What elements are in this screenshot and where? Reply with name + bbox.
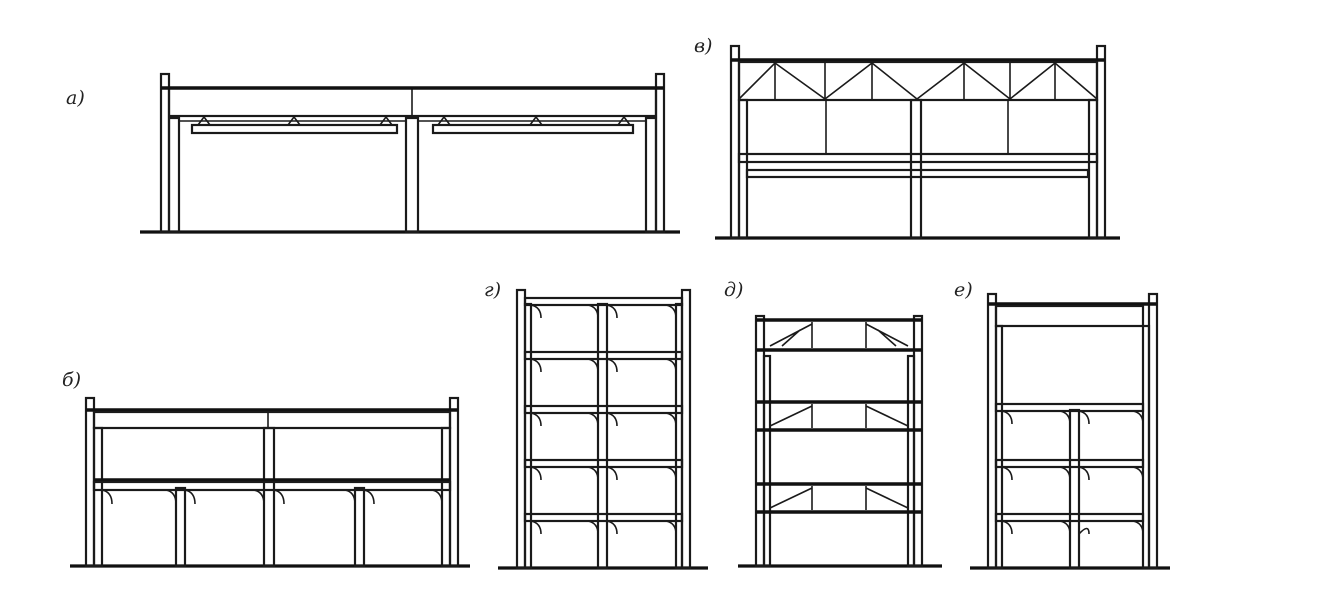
frame-b: б) [62,369,470,568]
frame-a-columns [159,72,666,234]
frame-v: в) [694,35,1120,240]
frame-a-crane-runways [179,115,646,135]
frame-g-columns [515,288,692,570]
frame-g: г) [484,279,708,570]
frame-a-roof-beams [161,86,664,118]
frame-b-label: б) [62,369,81,391]
frame-d-label: д) [724,279,743,301]
frame-g-floors [523,296,684,523]
frame-e: е) [954,279,1170,570]
frame-e-label: е) [954,279,973,301]
frame-a: а) [66,72,680,234]
frame-g-label: г) [484,279,501,301]
frame-g-haunches [530,304,677,535]
frame-d: д) [724,279,942,568]
frame-v-floor-beams [737,100,1099,179]
frame-e-haunches [1001,410,1144,535]
frame-b-haunches [101,489,443,505]
frame-e-beams [988,302,1157,523]
frame-v-columns [729,44,1107,240]
frame-e-columns [986,292,1159,570]
frame-d-columns [754,314,924,568]
frame-a-label: а) [66,87,85,109]
frame-b-beams [86,408,458,492]
frame-v-truss [731,58,1105,102]
frame-v-label: в) [694,35,712,57]
frame-d-truss-floors [756,318,922,514]
